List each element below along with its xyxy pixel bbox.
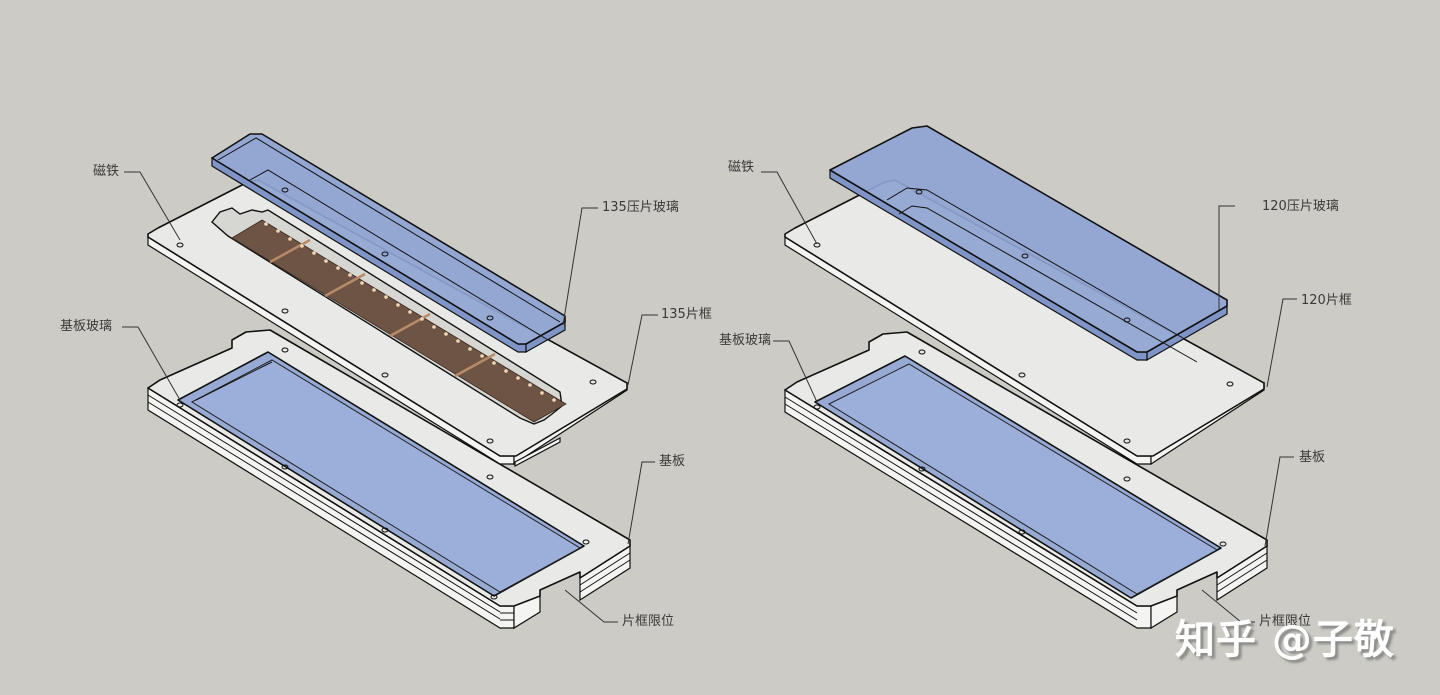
film-perforations <box>264 222 556 402</box>
label-frame-135: 135片框 <box>661 307 712 322</box>
label-magnet-left: 磁铁 <box>93 164 120 179</box>
base-plate-120 <box>784 331 1268 630</box>
film-frame-120 <box>784 179 1265 466</box>
label-pressure-glass-120: 120压片玻璃 <box>1262 199 1339 214</box>
label-frame-stop-right: 片框限位 <box>1259 614 1312 629</box>
label-base-right: 基板 <box>1299 450 1326 465</box>
pressure-glass-120 <box>829 125 1228 363</box>
label-magnet-right: 磁铁 <box>728 160 755 175</box>
base-plate-135 <box>147 329 631 630</box>
label-frame-120: 120片框 <box>1301 293 1352 308</box>
watermark: 知乎 @子敬 <box>1175 617 1395 663</box>
left-assembly-135 <box>122 133 658 630</box>
label-frame-stop-left: 片框限位 <box>622 614 675 629</box>
label-base-glass-right: 基板玻璃 <box>719 333 772 348</box>
film-frame-135 <box>147 179 628 467</box>
label-base-left: 基板 <box>659 454 686 469</box>
label-base-glass-left: 基板玻璃 <box>60 319 113 334</box>
label-pressure-glass-135: 135压片玻璃 <box>602 200 679 215</box>
pressure-glass-135 <box>211 133 566 354</box>
right-assembly-120 <box>761 125 1297 630</box>
